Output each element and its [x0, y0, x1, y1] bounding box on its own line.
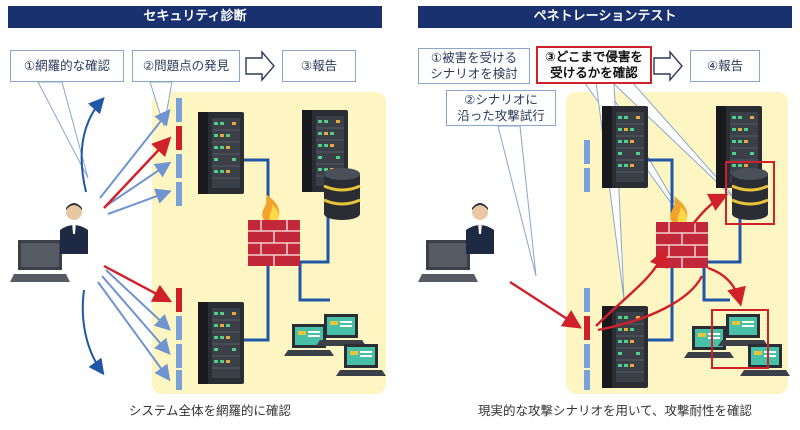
step2-issue-discovery: ②問題点の発見	[132, 50, 240, 82]
left-panel-title: セキュリティ診断	[8, 6, 382, 28]
left-problem-arrows	[103, 136, 173, 303]
step2-pointer	[149, 81, 173, 127]
person-icon	[466, 203, 494, 254]
database-icon	[322, 166, 362, 222]
right-panel	[418, 50, 790, 394]
right-caption: 現実的な攻撃シナリオを用いて、攻撃耐性を確認	[477, 403, 752, 418]
step1-damage-scenario: ①被害を受ける シナリオを検討	[418, 48, 530, 84]
server-rack-icon	[197, 301, 245, 385]
server-rack-icon	[197, 111, 245, 195]
report-flow-arrow	[245, 50, 275, 82]
step2-scenario-attack-trial: ②シナリオに 沿った攻撃試行	[446, 90, 556, 126]
step3-intrusion-extent-check: ③どこまで侵害を 受けるかを確認	[536, 46, 652, 84]
report-flow-arrow	[653, 50, 683, 82]
attack-path	[509, 193, 746, 332]
left-overview-arrows	[80, 97, 105, 376]
left-caption: システム全体を網羅的に確認	[128, 403, 292, 418]
left-panel	[10, 50, 386, 394]
step1-comprehensive-check: ①網羅的な確認	[10, 50, 124, 82]
compromised-database-box	[725, 161, 775, 225]
compromised-laptop-box	[711, 309, 769, 369]
person-icon	[60, 203, 88, 254]
left-scan-arrows	[97, 108, 172, 382]
step2-pointer	[497, 125, 537, 277]
step3-report: ③報告	[282, 50, 356, 82]
step4-report: ④報告	[690, 50, 760, 82]
right-panel-title: ペネトレーションテスト	[418, 6, 792, 28]
right-entry-points	[584, 140, 590, 390]
step1-pointer	[37, 81, 89, 179]
database-icon	[730, 166, 770, 222]
server-rack-icon	[601, 105, 649, 189]
left-entry-points	[176, 98, 182, 390]
